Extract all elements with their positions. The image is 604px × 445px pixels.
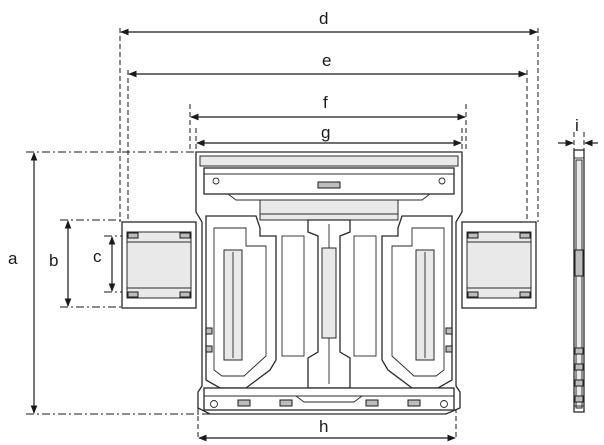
right-side-rail [461, 221, 537, 309]
dimension-arrows [30, 28, 598, 442]
bracket-front-view [121, 151, 537, 415]
bracket-side-view [573, 149, 585, 413]
left-inner-arm [205, 215, 277, 389]
dimension-label-e: e [322, 51, 331, 70]
dimension-label-b: b [49, 251, 58, 270]
dimension-label-g: g [321, 123, 330, 142]
dimension-label-a: a [8, 249, 18, 268]
inner-panels [281, 235, 377, 357]
dimension-extension-lines [26, 28, 585, 440]
dimension-label-d: d [319, 9, 328, 28]
bottom-crossbar [203, 387, 455, 411]
left-side-rail [121, 221, 197, 309]
dimension-label-h: h [319, 417, 328, 436]
top-crossbar [199, 155, 459, 195]
dimension-label-i: i [575, 116, 579, 135]
central-i-beam [307, 219, 351, 389]
dimension-label-f: f [323, 93, 328, 112]
dimension-labels: d e f g h a b c i [5, 8, 579, 436]
right-inner-arm [381, 215, 453, 389]
dimension-label-c: c [93, 247, 102, 266]
